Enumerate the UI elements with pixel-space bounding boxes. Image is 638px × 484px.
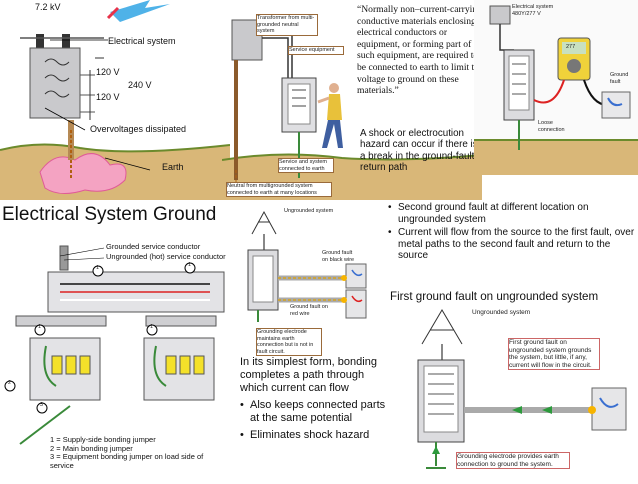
ground-fault-diagram: [247, 210, 367, 322]
loose-connection-label: Loose connection: [538, 120, 565, 133]
transformer-box: [29, 47, 81, 119]
service-connected-label: Service and system connected to earth: [278, 158, 334, 173]
v120-top-label: 120 V: [96, 67, 120, 77]
marker-1-wireway: 1: [188, 262, 192, 268]
bonding-bullets: Also keeps connected parts at the same p…: [240, 399, 392, 442]
panel-bonding: Grounded service conductor Ungrounded (h…: [0, 236, 230, 479]
voltage-label: 7.2 kV: [35, 2, 61, 12]
person-figure: [327, 94, 342, 120]
grounded-service-label: Grounded service conductor: [106, 242, 201, 251]
first-fault-title: First ground fault on ungrounded system: [390, 290, 599, 303]
marker-1-top: 1: [96, 265, 100, 271]
electrode-label-6: Grounding electrode provides earth conne…: [456, 452, 570, 469]
overvoltages-label: Overvoltages dissipated: [90, 124, 187, 134]
panel-ground-fault: Ungrounded system Ground fault on black …: [234, 204, 394, 356]
first-fault-callout: First ground fault on ungrounded system …: [508, 338, 600, 370]
ground-fault-label: Ground fault: [610, 72, 629, 85]
ungrounded-system-label-6: Ungrounded system: [472, 309, 531, 316]
gf-black-label: Ground fault on black wire: [322, 250, 355, 263]
bonding-text: In its simplest form, bonding completes …: [240, 356, 392, 442]
electrical-system-480-label: Electrical system 480Y/277 V: [512, 4, 554, 17]
electrode-label-5: Grounding electrode maintains earth conn…: [256, 328, 322, 356]
panel-service: Transformer from multi-grounded neutral …: [221, 4, 483, 210]
meter-diagram: [474, 0, 638, 175]
service-equipment-label: Service equipment: [288, 46, 344, 55]
slide-title: Electrical System Ground: [2, 204, 217, 225]
earth-label: Earth: [162, 162, 184, 172]
bullet-item: Current will flow from the source to the…: [388, 227, 636, 262]
electrical-system-label: Electrical system: [108, 36, 176, 46]
panel-first-fault: Ungrounded system First ground fault on …: [392, 304, 638, 479]
neutral-label: Neutral from multigrounded system connec…: [226, 182, 332, 197]
bullet-item: Second ground fault at different locatio…: [388, 202, 636, 225]
bonding-legend: 1 = Supply-side bonding jumper 2 = Main …: [50, 435, 225, 470]
simplest-form-text: In its simplest form, bonding completes …: [240, 356, 377, 394]
nec-quote: “Normally non–current-carrying conductiv…: [357, 4, 484, 97]
transformer-diagram: [0, 0, 231, 200]
bullet-item: Also keeps connected parts at the same p…: [240, 399, 392, 425]
shock-hazard-text: A shock or electrocution hazard can occu…: [360, 128, 478, 174]
ungrounded-service-label: Ungrounded (hot) service conductor: [106, 252, 226, 261]
v240-label: 240 V: [128, 80, 152, 90]
second-fault-text: Second ground fault at different locatio…: [388, 202, 636, 262]
marker-1-left: 1: [38, 324, 42, 330]
transformer-label: Transformer from multi-grounded neutral …: [256, 14, 318, 36]
marker-3: 3: [40, 402, 44, 408]
ungrounded-system-label: Ungrounded system: [284, 208, 334, 214]
first-fault-diagram: [417, 309, 627, 469]
v120-bottom-label: 120 V: [96, 92, 120, 102]
gf-red-label: Ground fault on red wire: [290, 304, 328, 317]
lightning-bolt: [110, 0, 170, 22]
bullet-item: Eliminates shock hazard: [240, 429, 392, 442]
bonding-diagram: [4, 245, 225, 445]
meter-readout: 277: [566, 44, 576, 50]
panel-transformer: 7.2 kV Electrical system 120 V 240 V 120…: [0, 0, 231, 200]
legend-item: 2 = Main bonding jumper: [50, 443, 133, 453]
panel-meter: Electrical system 480Y/277 V 277 Ground …: [474, 0, 638, 175]
marker-2: 2: [8, 380, 12, 386]
legend-item: 3 = Equipment bonding jumper on load sid…: [50, 452, 204, 470]
marker-1-right: 1: [150, 324, 154, 330]
legend-item: 1 = Supply-side bonding jumper: [50, 435, 156, 444]
second-fault-bullets: Second ground fault at different locatio…: [388, 202, 636, 262]
